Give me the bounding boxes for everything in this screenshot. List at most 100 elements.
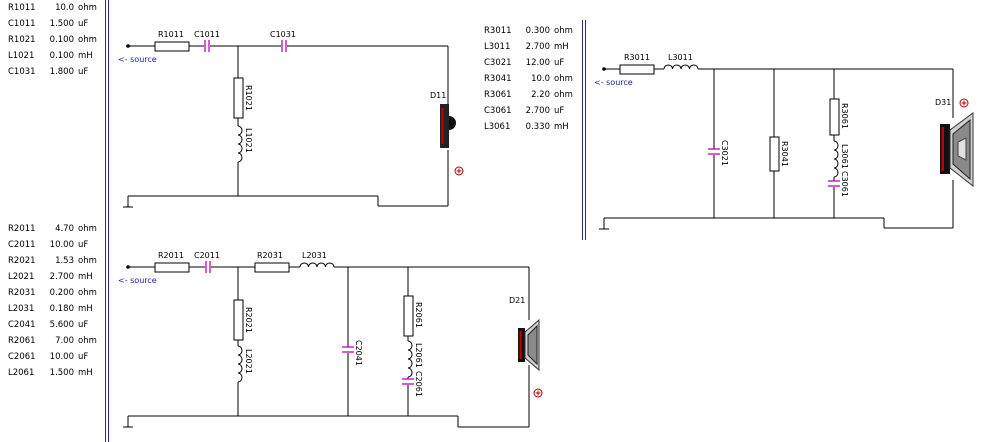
part-value: 10.0 [55, 3, 74, 13]
tweeter-circuit [123, 45, 449, 208]
capacitor-c2061 [402, 378, 414, 385]
part-unit: mH [554, 42, 569, 52]
label-r-series: R1011 [158, 30, 184, 39]
separator-line [582, 20, 583, 240]
part-name: R3011 [484, 26, 512, 36]
capacitor-c2041 [342, 346, 354, 353]
capacitor-c3021 [708, 148, 720, 155]
part-name: C3061 [484, 106, 512, 116]
part-name: L2021 [8, 272, 35, 282]
resistor-r2011 [154, 262, 190, 273]
capacitor-c1031 [281, 40, 287, 52]
part-name: R1011 [8, 3, 36, 13]
source-terminal[interactable] [602, 67, 606, 71]
label-c-series: C1011 [194, 30, 220, 39]
inductor-l3061 [833, 140, 839, 178]
label-c-shunt: C2041 [354, 340, 363, 366]
part-unit: ohm [78, 35, 97, 45]
inductor-l2021 [237, 345, 243, 383]
part-name: R1021 [8, 35, 36, 45]
label-c-notch: C3061 [840, 171, 849, 197]
tweeter-driver-icon [440, 104, 456, 148]
part-value: 4.70 [55, 224, 74, 234]
part-name: C2011 [8, 240, 36, 250]
capacitor-c3061 [828, 180, 840, 187]
part-unit: ohm [554, 74, 573, 84]
capacitor-c2011 [205, 261, 211, 273]
separator-line [585, 20, 586, 240]
plus-marker [959, 98, 969, 108]
label-c-series2: C1031 [270, 30, 296, 39]
label-driver: D11 [430, 91, 446, 100]
inductor-l2031 [299, 262, 335, 268]
label-r-shunt: R2021 [244, 307, 253, 333]
label-l-shunt: L2021 [244, 349, 253, 374]
part-value: 10.00 [49, 240, 74, 250]
resistor-r2021 [233, 299, 244, 341]
part-unit: ohm [78, 256, 97, 266]
label-r-notch: R3061 [840, 103, 849, 129]
part-value: 0.330 [525, 122, 550, 132]
part-name: R2021 [8, 256, 36, 266]
part-name: C3021 [484, 58, 512, 68]
plus-marker [454, 166, 464, 176]
inductor-l2061 [407, 340, 413, 378]
resistor-r1011 [154, 41, 190, 52]
part-name: L3061 [484, 122, 511, 132]
resistor-r1021 [233, 77, 244, 119]
label-c-notch: C2061 [414, 371, 423, 397]
part-name: C2041 [8, 320, 36, 330]
part-name: L2031 [8, 304, 35, 314]
part-value: 0.300 [525, 26, 550, 36]
part-row: L3011 2.700 mH [484, 39, 573, 55]
label-r-series: R2011 [158, 251, 184, 260]
label-l-notch: L3061 [840, 144, 849, 169]
part-name: C1031 [8, 67, 36, 77]
part-value: 0.100 [49, 51, 74, 61]
label-l-series: L2031 [302, 251, 327, 260]
mid-circuit [599, 68, 954, 230]
part-value: 1.800 [49, 67, 74, 77]
label-l-series: L3011 [668, 53, 693, 62]
source-terminal[interactable] [126, 44, 130, 48]
label-r-series2: R2031 [257, 251, 283, 260]
plus-marker [533, 388, 543, 398]
part-value: 0.180 [49, 304, 74, 314]
part-name: R2011 [8, 224, 36, 234]
midrange-driver-icon [940, 112, 974, 188]
part-name: L3011 [484, 42, 511, 52]
part-value: 2.700 [49, 272, 74, 282]
resistor-r3041 [769, 136, 780, 172]
part-value: 1.500 [49, 368, 74, 378]
label-driver: D21 [509, 296, 525, 305]
part-unit: mH [554, 122, 569, 132]
label-r-notch: R2061 [414, 302, 423, 328]
resistor-r3061 [829, 98, 840, 136]
part-value: 12.00 [525, 58, 550, 68]
part-name: C2061 [8, 352, 36, 362]
part-value: 2.700 [525, 42, 550, 52]
label-c-shunt: C3021 [720, 140, 729, 166]
part-row: L3061 0.330 mH [484, 119, 573, 135]
source-terminal[interactable] [126, 265, 130, 269]
part-unit: uF [78, 352, 89, 362]
part-unit: ohm [78, 288, 97, 298]
part-name: R3061 [484, 90, 512, 100]
